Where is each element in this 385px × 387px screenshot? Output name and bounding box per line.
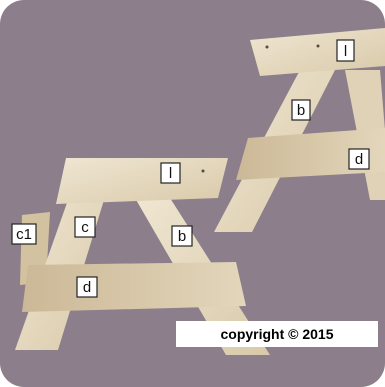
label-left-l: l <box>161 163 180 183</box>
label-left-c: c <box>75 217 95 237</box>
label-left-d: d <box>77 277 97 297</box>
label-right-b: b <box>292 100 310 120</box>
left-frame-brace-d <box>22 262 246 312</box>
svg-text:d: d <box>83 279 91 296</box>
svg-text:c1: c1 <box>16 226 32 243</box>
label-left-b: b <box>172 226 192 246</box>
label-right-l: l <box>337 40 354 61</box>
screw-hole <box>202 170 205 173</box>
label-right-d: d <box>349 149 369 169</box>
svg-text:b: b <box>178 228 186 245</box>
copyright-text: copyright © 2015 <box>220 326 333 342</box>
left-frame-top-board-l <box>56 158 228 204</box>
svg-text:l: l <box>344 43 347 60</box>
screw-hole <box>317 45 320 48</box>
svg-text:c: c <box>81 219 89 236</box>
svg-text:d: d <box>355 151 363 168</box>
screw-hole <box>266 46 269 49</box>
svg-text:l: l <box>169 165 172 182</box>
label-left-c1: c1 <box>12 224 36 244</box>
copyright-banner: copyright © 2015 <box>176 321 378 347</box>
svg-text:b: b <box>297 102 305 119</box>
